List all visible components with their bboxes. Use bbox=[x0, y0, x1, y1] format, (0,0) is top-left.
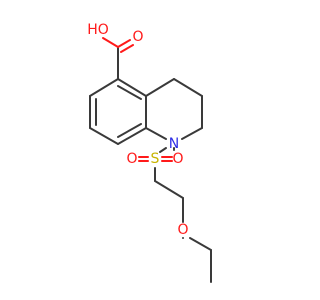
bonds bbox=[89, 37, 212, 283]
bond-cooh-o-double-b bbox=[120, 44, 134, 53]
nitrogen-label: N bbox=[169, 136, 179, 152]
molecule-structure: HO O N S O O O bbox=[87, 22, 212, 283]
bond-n-s-link bbox=[159, 147, 167, 153]
bond-c4-c3 bbox=[173, 78, 203, 97]
bond-cooh-oh bbox=[102, 37, 119, 48]
bond-c7-c8 bbox=[89, 127, 119, 145]
bond-cooh-o-double-a bbox=[117, 39, 131, 48]
ether-oxygen-label: O bbox=[177, 222, 188, 238]
hydroxyl-label: HO bbox=[87, 22, 109, 38]
bond-c4a-c4 bbox=[145, 78, 175, 97]
bond-n-c8a bbox=[145, 127, 167, 140]
bond-ch2-ch2 bbox=[154, 180, 184, 199]
sulfur-label: S bbox=[151, 151, 160, 167]
atom-labels: HO O N S O O O bbox=[87, 22, 188, 238]
bond-c8-c8a bbox=[117, 127, 147, 145]
sulfonyl-oxygen-left-label: O bbox=[126, 151, 137, 167]
carbonyl-oxygen-label: O bbox=[132, 29, 143, 45]
sulfonyl-oxygen-right-label: O bbox=[172, 151, 183, 167]
bond-o-ethyl bbox=[189, 237, 212, 251]
bond-c5-c6 bbox=[89, 78, 119, 97]
bond-c2-n bbox=[181, 127, 203, 140]
bond-c4a-c5-double bbox=[117, 85, 142, 100]
bond-c8-c8a-double bbox=[117, 123, 142, 138]
bond-c4a-c5 bbox=[117, 78, 147, 97]
